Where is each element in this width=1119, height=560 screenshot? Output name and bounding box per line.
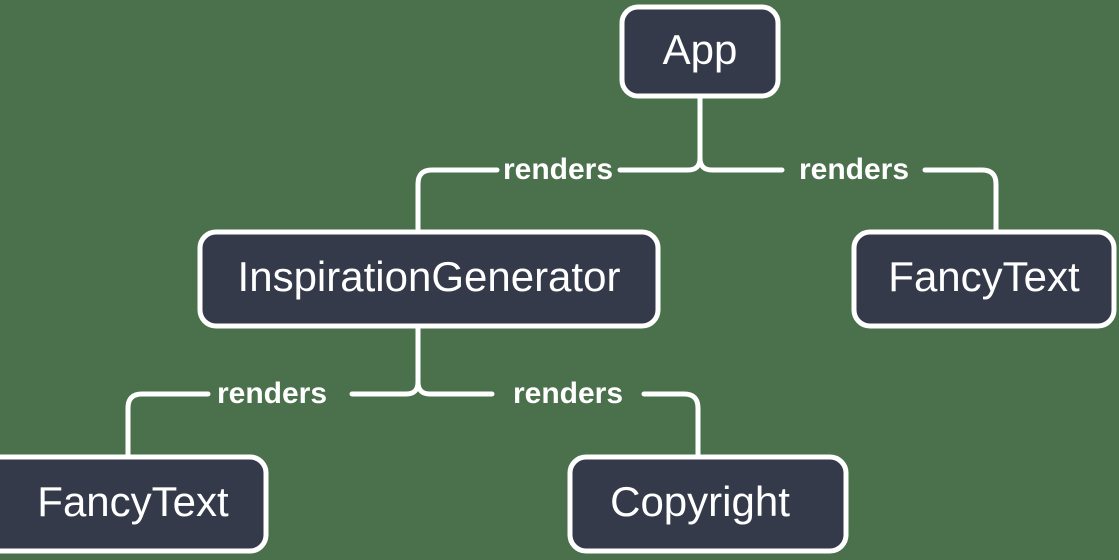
node-fancy-text-right[interactable]: FancyText <box>851 229 1117 329</box>
edge-app-to-inspiration-generator-leg <box>415 167 500 233</box>
node-fancy-text-bottom[interactable]: FancyText <box>0 454 269 554</box>
edge-label-inspiration-generator-to-copyright: renders <box>513 377 623 410</box>
node-copyright-label: Copyright <box>610 478 790 525</box>
node-fancy-text-bottom-box <box>0 454 269 554</box>
edge-app-to-fancy-text-right-stub <box>697 155 785 173</box>
edge-inspiration-generator-to-fancy-text-stub <box>349 325 421 397</box>
edge-inspiration-generator-to-copyright-leg <box>641 391 701 458</box>
node-inspiration-generator-label: InspirationGenerator <box>238 253 621 300</box>
edge-app-to-inspiration-generator-stub <box>617 95 703 173</box>
node-app-box <box>619 4 781 99</box>
node-inspiration-generator[interactable]: InspirationGenerator <box>197 229 661 329</box>
node-app-label: App <box>663 26 738 73</box>
edge-label-inspiration-generator-to-fancy-text: renders <box>217 377 327 410</box>
node-fancy-text-bottom-label: FancyText <box>37 478 229 525</box>
edge-inspiration-generator-to-fancy-text-leg <box>125 391 211 458</box>
node-inspiration-generator-box <box>197 229 661 329</box>
edge-label-app-to-fancy-text-right: renders <box>799 153 909 186</box>
node-app[interactable]: App <box>619 4 781 99</box>
node-copyright-box <box>567 454 849 554</box>
node-fancy-text-right-label: FancyText <box>888 253 1080 300</box>
edge-app-to-fancy-text-right-leg <box>922 167 999 233</box>
edge-inspiration-generator-to-copyright-stub <box>415 379 495 397</box>
edge-label-app-to-inspiration-generator: renders <box>503 153 613 186</box>
node-copyright[interactable]: Copyright <box>567 454 849 554</box>
node-fancy-text-right-box <box>851 229 1117 329</box>
